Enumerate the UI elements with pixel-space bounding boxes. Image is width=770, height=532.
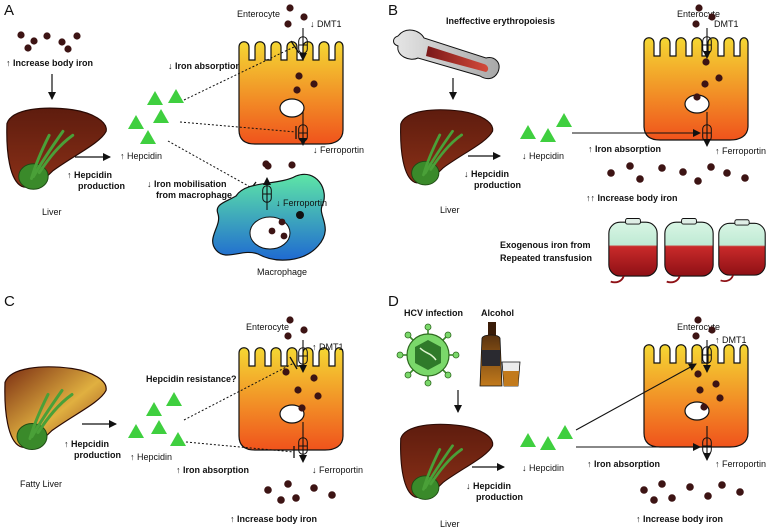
panel-c-enterocyte-label: Enterocyte — [246, 322, 289, 332]
panel-b-liver-label: Liver — [440, 205, 460, 215]
panel-a-iron-dots — [17, 31, 81, 53]
panel-d-enterocyte-label: Enterocyte — [677, 322, 720, 332]
panel-d-liver-label: Liver — [440, 519, 460, 529]
panel-b-hepcidin-cluster — [520, 113, 572, 142]
panel-d-hepcidin-label: ↓ Hepcidin — [522, 463, 564, 473]
panel-a-macrophage-label: Macrophage — [257, 267, 307, 277]
panel-c-fatty-liver — [3, 365, 108, 452]
panel-c-hepcidin-label: ↑ Hepcidin — [130, 452, 172, 462]
panel-a-hepcidin-production-2: production — [78, 181, 125, 191]
panel-d-iron-absorption: ↑ Iron absorption — [587, 459, 660, 469]
panel-b-hepcidin-label: ↓ Hepcidin — [522, 151, 564, 161]
panel-b-enterocyte-iron — [692, 4, 723, 101]
panel-b-blood-bag-2 — [663, 218, 715, 284]
panel-a-enterocyte — [238, 41, 344, 145]
panel-b-body-iron-dots — [607, 162, 749, 185]
panel-c-hepcidin-production-1: ↑ Hepcidin — [64, 439, 109, 449]
panel-c-resistance: Hepcidin resistance? — [146, 374, 237, 384]
panel-b-letter: B — [388, 2, 398, 19]
panel-d-dmt1-label: ↑ DMT1 — [715, 335, 747, 345]
panel-c-letter: C — [4, 293, 15, 310]
panel-b-blood-bag-1 — [607, 218, 659, 284]
panel-c-body-iron-dots — [264, 480, 336, 504]
panel-b-iron-absorption: ↑ Iron absorption — [588, 144, 661, 154]
panel-d-hcv-virus-icon — [396, 323, 460, 387]
panel-b-blood-bag-3 — [717, 218, 767, 283]
panel-b-dmt1-label: DMT1 — [714, 19, 739, 29]
panel-d-body-iron-dots — [640, 480, 744, 504]
panel-d-hcv-label: HCV infection — [404, 308, 463, 318]
panel-b-enterocyte-label: Enterocyte — [677, 9, 720, 19]
panel-d-enterocyte-iron — [692, 316, 724, 411]
panel-a-inhibit-dmt1 — [183, 45, 297, 101]
panel-c-ferroportin-label: ↓ Ferroportin — [312, 465, 363, 475]
panel-c-fatty-liver-label: Fatty Liver — [20, 479, 62, 489]
panel-a-increase-iron: ↑ Increase body iron — [6, 58, 93, 68]
panel-c-iron-absorption: ↑ Iron absorption — [176, 465, 249, 475]
panel-d-alcohol-icon — [479, 322, 521, 387]
panel-b-hepcidin-production-2: production — [474, 180, 521, 190]
panel-a-enterocyte-label: Enterocyte — [237, 9, 280, 19]
panel-c-dmt1-label: ↑ DMT1 — [312, 342, 344, 352]
panel-a-macrophage-iron — [264, 162, 304, 240]
panel-a-iron-absorption: ↓ Iron absorption — [168, 61, 241, 71]
panel-d-hepcidin-production-1: ↓ Hepcidin — [466, 481, 511, 491]
panel-a-inhibit-ferroportin — [179, 121, 297, 133]
panel-c-hepcidin-cluster — [128, 392, 186, 446]
panel-d-ferroportin-label: ↑ Ferroportin — [715, 459, 766, 469]
panel-c-hepcidin-production-2: production — [74, 450, 121, 460]
panel-a-hepcidin-cluster — [128, 89, 184, 144]
panel-d-letter: D — [388, 293, 399, 310]
panel-b-exogenous-2: Repeated transfusion — [500, 253, 592, 263]
panel-b-bone-icon — [393, 29, 500, 80]
panel-b-ineffective: Ineffective erythropoiesis — [446, 16, 555, 26]
panel-b-hepcidin-production-1: ↓ Hepcidin — [464, 169, 509, 179]
panel-c-enterocyte-iron — [282, 316, 322, 412]
panel-b-exogenous-1: Exogenous iron from — [500, 240, 591, 250]
panel-d-enterocyte — [643, 344, 749, 448]
panel-b-ferroportin-label: ↑ Ferroportin — [715, 146, 766, 156]
panel-a-liver-label: Liver — [42, 207, 62, 217]
panel-a-dmt1-label: ↓ DMT1 — [310, 19, 342, 29]
panel-d-alcohol-label: Alcohol — [481, 308, 514, 318]
panel-a-mobilisation-1: ↓ Iron mobilisation — [147, 179, 227, 189]
panel-c-enterocyte — [238, 347, 344, 451]
panel-d-increase-iron: ↑ Increase body iron — [636, 514, 723, 524]
panel-d-hepcidin-production-2: production — [476, 492, 523, 502]
panel-d-arrow-to-dmt1 — [575, 363, 697, 431]
panel-a-inhibit-macrophage — [167, 140, 253, 189]
panel-b-enterocyte — [643, 37, 749, 141]
panel-b-increase-iron: ↑↑ Increase body iron — [586, 193, 678, 203]
panel-d-hepcidin-cluster — [520, 425, 573, 450]
panel-a-letter: A — [4, 2, 14, 19]
panel-a-hepcidin-production-1: ↑ Hepcidin — [67, 170, 112, 180]
panel-a-macrophage-ferroportin-label: ↓ Ferroportin — [276, 198, 327, 208]
panel-a-hepcidin-label: ↑ Hepcidin — [120, 151, 162, 161]
panel-a-mobilisation-2: from macrophage — [156, 190, 232, 200]
panel-c-increase-iron: ↑ Increase body iron — [230, 514, 317, 524]
panel-c-inhibit-dmt1 — [183, 362, 295, 421]
panel-a-ferroportin-label: ↓ Ferroportin — [313, 145, 364, 155]
